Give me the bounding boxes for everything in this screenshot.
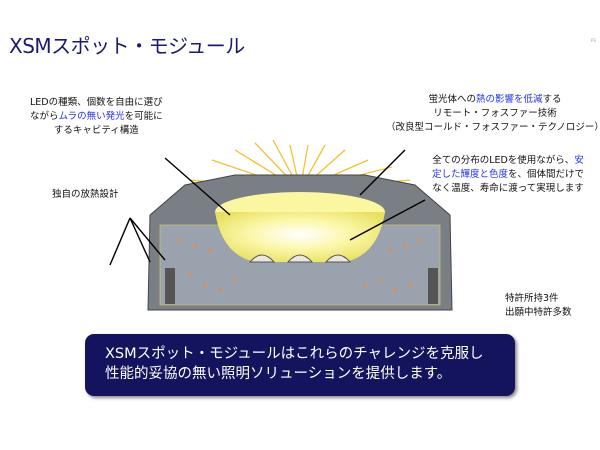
- note-highlight: 熱の影響を低減: [475, 94, 543, 105]
- note-line: するキャビティ構造: [53, 125, 139, 136]
- note-text: を、個体間だけで: [508, 169, 585, 180]
- page-title: XSMスポット・モジュール: [9, 34, 245, 58]
- heat-flow-dots: [178, 238, 422, 292]
- note-heat-design: 独自の放熱設計: [52, 189, 119, 200]
- note-line: リモート・フォスファー技術: [433, 108, 557, 119]
- note-patents: 特許所持3件 出願中特許多数: [505, 292, 572, 320]
- note-text: する: [542, 94, 562, 105]
- note-line: ながらムラの無い発光を可能に: [30, 110, 163, 124]
- page-number: P3: [591, 38, 596, 43]
- note-text: を可能に: [124, 111, 163, 122]
- led-domes: [248, 254, 352, 263]
- callout-box: XSMスポット・モジュールはこれらのチャレンジを克服し 性能的妥協の無い照明ソリ…: [85, 334, 515, 396]
- note-text: ながら: [30, 111, 59, 122]
- note-line: 蛍光体への熱の影響を低減する: [386, 93, 600, 107]
- note-highlight: 安: [574, 155, 584, 166]
- note-text: 蛍光体への: [428, 94, 476, 105]
- note-line: なく温度、寿命に渡って実現します: [432, 183, 584, 194]
- note-line: 出願中特許多数: [505, 307, 572, 318]
- note-line: （改良型コールド・フォスファー・テクノロジー）: [386, 122, 600, 133]
- callout-line: XSMスポット・モジュールはこれらのチャレンジを克服し: [105, 346, 484, 362]
- callout-line: 性能的妥協の無い照明ソリューションを提供します。: [105, 366, 452, 382]
- note-line: LEDの種類、個数を自由に選び: [30, 97, 163, 108]
- note-line: 全ての分布のLEDを使用ながら、安: [432, 154, 584, 168]
- note-cavity-structure: LEDの種類、個数を自由に選び ながらムラの無い発光を可能に するキャビティ構造: [30, 96, 163, 138]
- note-stable-output: 全ての分布のLEDを使用ながら、安 定した輝度と色度を、個体間だけで なく温度、…: [432, 154, 584, 196]
- note-highlight: ムラの無い発光: [58, 111, 125, 122]
- note-line: 定した輝度と色度を、個体間だけで: [432, 168, 584, 182]
- note-highlight: 定した輝度と色度: [432, 169, 509, 180]
- note-line: 特許所持3件: [505, 293, 559, 304]
- pointer-lines: [109, 149, 426, 266]
- note-remote-phosphor: 蛍光体への熱の影響を低減する リモート・フォスファー技術 （改良型コールド・フォ…: [386, 93, 600, 135]
- note-text: 全ての分布のLEDを使用ながら、: [432, 155, 575, 166]
